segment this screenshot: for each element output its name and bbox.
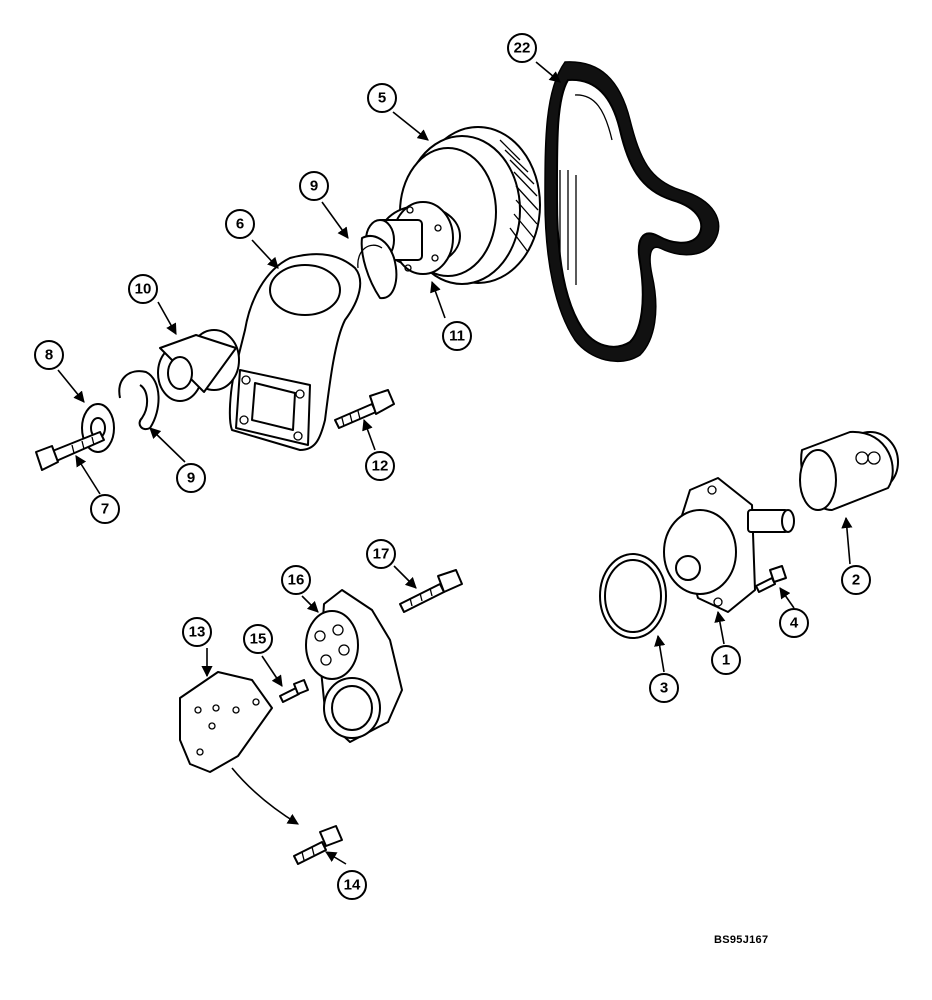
svg-text:9: 9 [310,178,318,195]
callout-11: 11 [442,321,472,351]
callout-1: 1 [711,645,741,675]
svg-text:17: 17 [373,546,390,563]
svg-text:4: 4 [790,615,799,632]
svg-text:11: 11 [449,328,465,345]
callout-10: 10 [128,274,158,304]
svg-text:2: 2 [852,572,860,589]
callout-8: 8 [34,340,64,370]
callout-15: 15 [243,624,273,654]
plate-bolt [231,767,343,865]
callout-7: 7 [90,494,120,524]
svg-text:6: 6 [236,216,244,233]
callout-14: 14 [337,870,367,900]
callout-5: 5 [367,83,397,113]
svg-text:10: 10 [135,281,152,298]
callout-3: 3 [649,673,679,703]
callout-9-upper: 9 [299,171,329,201]
callout-12: 12 [365,451,395,481]
svg-text:9: 9 [187,470,195,487]
callout-16: 16 [281,565,311,595]
water-pump [663,477,795,613]
pump-screw [755,565,787,593]
callout-6: 6 [225,209,255,239]
plate-screw [279,679,309,703]
gasket-ring [599,553,667,639]
svg-text:8: 8 [45,347,53,364]
retaining-ring-upper [357,235,398,300]
svg-text:16: 16 [288,572,305,589]
callout-9-lower: 9 [176,463,206,493]
retaining-ring-lower [118,370,160,430]
mounting-plate [179,671,273,773]
svg-text:5: 5 [378,90,386,107]
svg-text:22: 22 [514,40,531,57]
drive-belt [544,61,720,363]
tensioner-bolt [399,569,463,613]
svg-text:13: 13 [189,624,206,641]
callout-22: 22 [507,33,537,63]
reference-code: BS95J167 [714,934,769,946]
svg-text:3: 3 [660,680,668,697]
callout-13: 13 [182,617,212,647]
callout-2: 2 [841,565,871,595]
bracket-bolt [334,389,395,429]
sleeve [799,430,899,511]
mounting-bracket [228,253,362,451]
leader-lines [57,61,853,865]
svg-text:15: 15 [250,631,267,648]
callout-4: 4 [779,608,809,638]
svg-text:1: 1 [722,652,730,669]
bearing [157,329,240,402]
belt-tensioner [305,589,403,743]
svg-text:14: 14 [344,877,361,894]
svg-text:12: 12 [372,458,389,475]
svg-text:7: 7 [101,501,109,518]
idler-bolt [35,431,105,471]
callout-17: 17 [366,539,396,569]
